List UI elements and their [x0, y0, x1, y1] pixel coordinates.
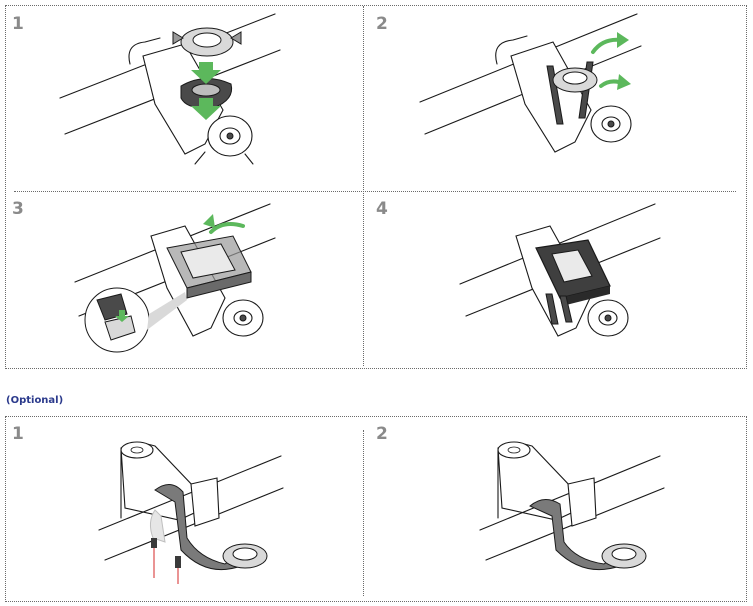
step-4-illustration	[460, 202, 660, 362]
optional-step-2-illustration	[480, 438, 670, 578]
step-3-illustration	[75, 202, 275, 362]
optional-step-1-illustration	[95, 438, 285, 584]
optional-step-number-1: 1	[12, 424, 24, 444]
main-panel-horizontal-divider	[14, 191, 736, 192]
step-2-illustration	[415, 12, 645, 162]
optional-step-number-2: 2	[376, 424, 388, 444]
main-panel-vertical-divider	[363, 6, 364, 366]
step-1-illustration	[55, 14, 285, 164]
step-number-4: 4	[376, 199, 388, 219]
step-number-3: 3	[12, 199, 24, 219]
step-number-1: 1	[12, 14, 24, 34]
optional-section-label: (Optional)	[6, 395, 63, 406]
step-number-2: 2	[376, 14, 388, 34]
optional-panel-vertical-divider	[363, 430, 364, 596]
